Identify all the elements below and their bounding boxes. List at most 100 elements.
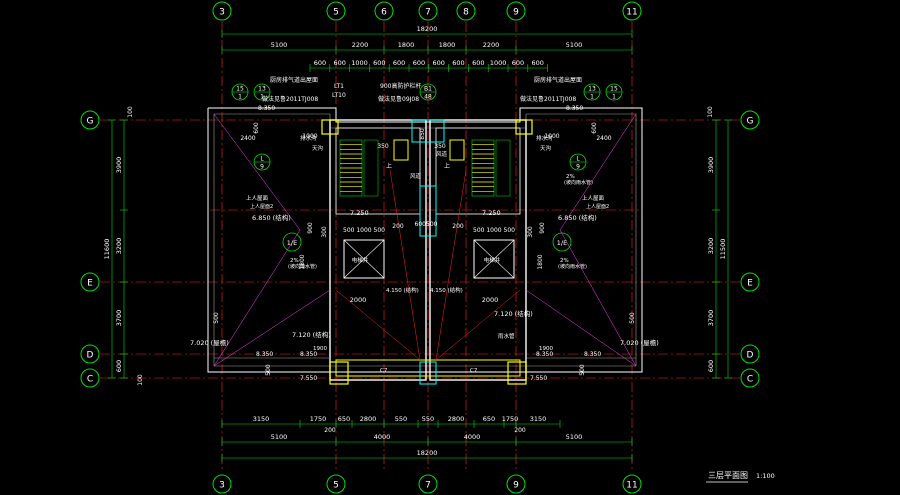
dim-label: 650 [483,415,495,423]
plan-note: 雨水管 [498,332,515,340]
detail-callout [282,232,302,252]
callout-text: 1/E [287,239,297,247]
building-outline [207,107,643,373]
plan-note: 200 [392,223,404,230]
plan-note: 500 [629,312,636,324]
grid-bubble-label: 5 [333,8,339,18]
dim-label: 600 [472,59,484,67]
callout-text: L [260,156,264,163]
plan-note: 2% [290,258,299,264]
grid-bubble [456,1,476,21]
plan-note: 2400 [596,135,611,142]
plan-note: 6.850 (结构) [252,213,291,222]
plan-note: 900 [307,222,314,234]
roof-slope-line [389,169,421,361]
plan-note: 天沟 [540,144,552,152]
grid-bubble-label: D [747,351,754,361]
callout-text: 1 [590,94,594,101]
callout-text: 15 [610,86,618,93]
roof-slope-line [435,169,467,361]
core-right [429,119,527,381]
dim-label: 3200 [707,238,715,255]
plan-note: 做法见鲁09J08 [378,95,419,103]
elevator-left [343,239,385,279]
plan-note: 600 [591,122,598,134]
roof-ridge-line [213,113,301,231]
roof-ridge-line [213,229,301,367]
dim-label: 600 [393,59,405,67]
plan-note: LT1 [334,83,344,90]
plan-note: 7.120 (结构) [494,309,533,318]
grid-bubble [740,368,760,388]
dim-label: 100 [127,106,134,118]
dim-label: 4000 [374,433,391,441]
balcony-bottom [335,359,521,377]
dim-label: 600 [432,59,444,67]
plan-note: 200 [452,223,464,230]
dim-label: 11500 [719,239,727,260]
core-left [329,119,427,381]
dim-label: 1000 [490,59,507,67]
plan-note: 600 [253,122,260,134]
column-bl [329,361,349,385]
grid-bubble-label: 7 [425,481,431,491]
plan-note: 7.550 [530,375,547,382]
grid-bubble-label: E [87,279,93,289]
plan-note: 上人屋面2 [586,203,609,210]
dim-label: 5100 [271,433,288,441]
grid-bubble-label: 11 [626,481,637,491]
plan-note: 900高防护栏杆 [380,82,421,90]
column-tr [515,119,533,135]
drawing-title: 三层平面图 [708,471,748,480]
callout-text: 9 [260,164,264,171]
dim-label: 2200 [352,41,369,49]
plan-note: 天沟 [312,144,324,152]
plan-note: 风道 [436,150,448,158]
dim-label: 3200 [115,238,123,255]
column-sm1 [393,139,409,161]
dim-label: 600 [413,59,425,67]
plan-note: 做法见鲁2011TJ008 [520,95,576,103]
plan-note: 8.350 [300,351,317,358]
callout-text: 1 [238,94,242,101]
column-tl [321,119,339,135]
dim-label: 1000 [351,59,368,67]
plan-note: 8.350 [566,105,583,112]
plan-note: 500 [579,364,586,376]
grid-bubble [740,272,760,292]
dim-label: 11600 [103,239,111,260]
plan-note: 排水沟 [300,134,317,142]
plan-note: 电梯井 [484,256,501,264]
grid-bubble [212,474,232,494]
plan-note: 7.020 (屋檐) [620,338,659,347]
plan-note: 风道 [410,172,422,180]
plan-note: 7.120 (结构) [292,330,331,339]
roof-slope-line [435,289,521,361]
plan-note: 2000 [350,296,367,304]
shaft-mid [419,185,437,237]
plan-note: 4.150 (结构) [430,286,463,294]
dim-label: 1800 [398,41,415,49]
plan-note: 6.850 (结构) [558,213,597,222]
plan-note: 7.020 (屋檐) [190,338,229,347]
stairs [339,139,511,197]
grid-bubble-label: E [747,279,753,289]
drawing-scale: 1:100 [756,472,775,480]
grid-bubble [80,344,100,364]
dim-label: 600 [531,59,543,67]
grid-bubble-label: 7 [425,8,431,18]
plan-note: 上人屋面 [582,194,605,202]
grid-bubble [212,1,232,21]
plan-note: 500 1000 500 [473,227,515,234]
dim-label: 600 [333,59,345,67]
dim-label: 4000 [464,433,481,441]
dim-label: 600 [373,59,385,67]
grid-bubble-label: 3 [219,481,225,491]
plan-note: 1800 [537,254,544,269]
dim-label: 5100 [271,41,288,49]
plan-note: C7 [470,368,478,374]
grid-bubble [418,1,438,21]
building-walls [207,107,643,385]
callout-text: 15 [236,86,244,93]
